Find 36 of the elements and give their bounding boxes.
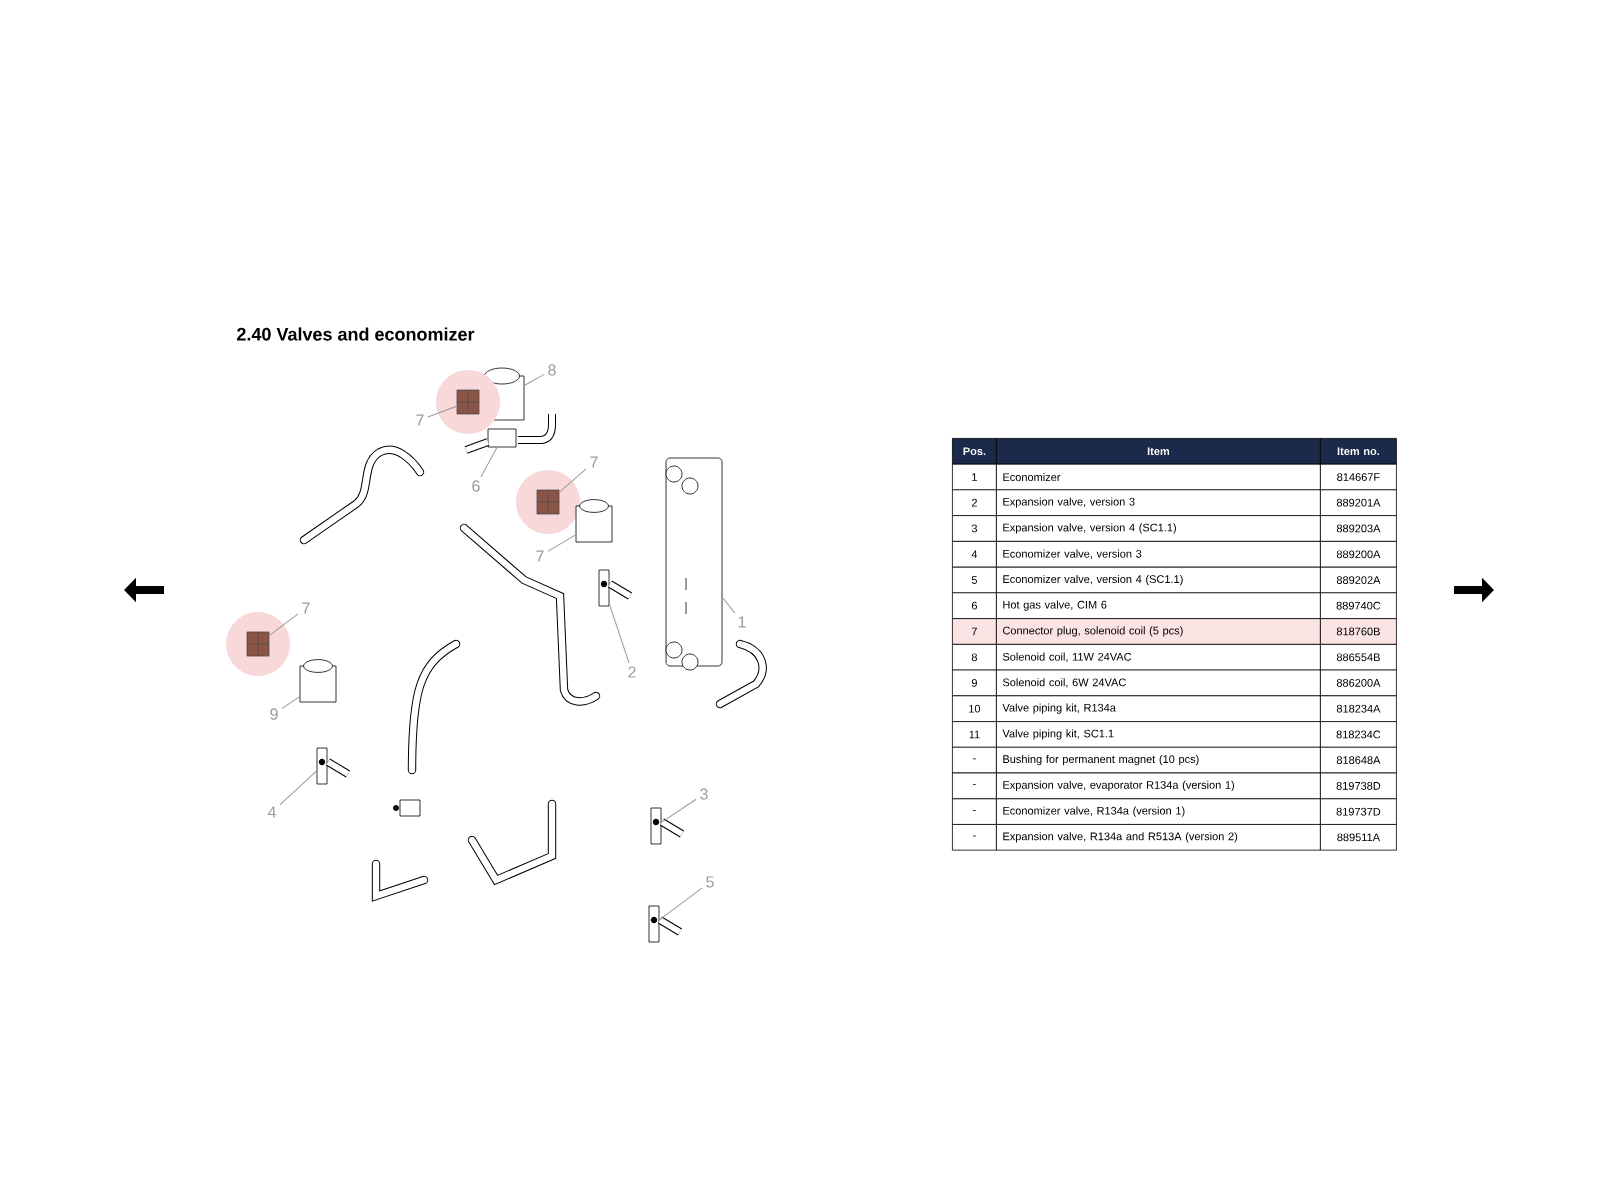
callout-number: 8	[548, 364, 556, 376]
leader-line	[427, 405, 458, 418]
callout-number: 7	[302, 602, 310, 614]
callout-number: 6	[472, 480, 480, 492]
valve	[598, 569, 633, 607]
callout-number: 5	[706, 876, 714, 888]
leader-line	[547, 534, 577, 552]
callout-number: 7	[536, 550, 544, 562]
callout-number: 4	[267, 806, 276, 818]
leader-line	[721, 597, 736, 614]
leader-line	[658, 887, 703, 921]
leader-line	[660, 798, 697, 823]
connector-plug	[516, 470, 580, 534]
solenoid-coil	[575, 499, 613, 543]
callout-number: 1	[738, 616, 746, 628]
callout-number: 7	[590, 456, 598, 468]
leader-line	[608, 603, 630, 664]
leader-line	[281, 696, 301, 710]
callout-number: 7	[416, 414, 424, 426]
leader-line	[279, 770, 318, 806]
section-title: 2.40 Valves and economizer	[237, 327, 475, 341]
leader-line	[558, 468, 587, 493]
hot-gas-valve	[464, 414, 556, 454]
connector-plug	[226, 612, 290, 676]
callout-number: 2	[628, 666, 636, 678]
economizer	[665, 457, 723, 671]
connector-plug	[436, 370, 500, 434]
callout-number: 9	[270, 708, 278, 720]
leader-line	[268, 613, 299, 636]
leader-line	[523, 373, 545, 386]
valve	[648, 905, 683, 943]
valve	[650, 807, 685, 845]
callout-number: 3	[700, 788, 708, 800]
solenoid-coil	[299, 659, 337, 703]
valve	[316, 747, 351, 785]
leader-line	[480, 446, 498, 478]
